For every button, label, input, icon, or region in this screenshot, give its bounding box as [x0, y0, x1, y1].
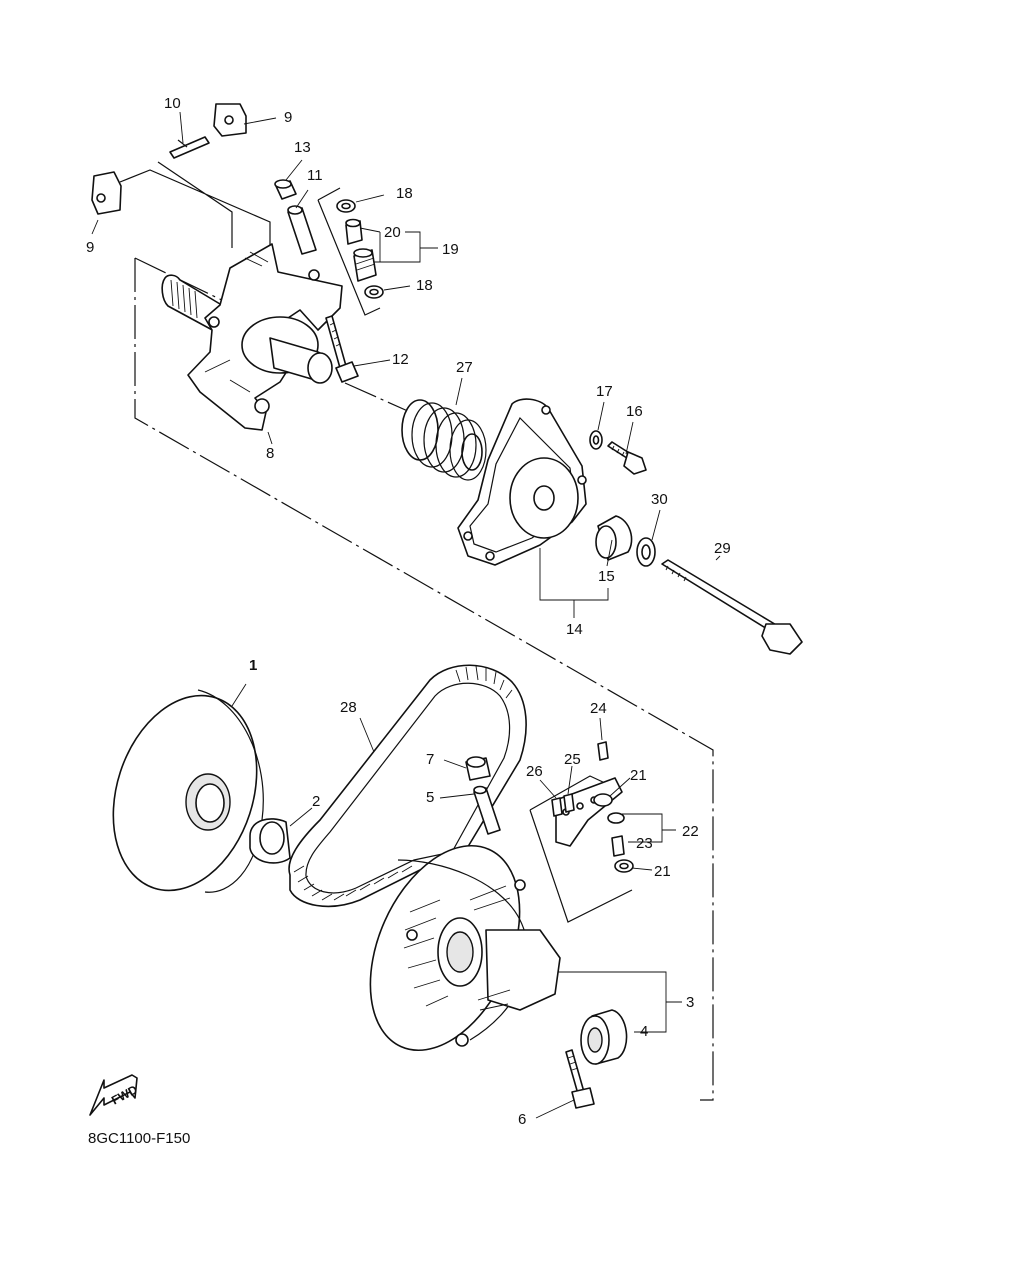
- callout-6: 6: [518, 1111, 526, 1128]
- cover-washer: [589, 430, 603, 450]
- compression-spring: [401, 399, 487, 481]
- fwd-arrow-icon: FWD: [89, 1074, 140, 1116]
- axle-washer: [636, 537, 656, 567]
- fixed-sheave: [369, 844, 561, 1052]
- callout-27: 27: [456, 359, 473, 376]
- callout-29: 29: [714, 540, 731, 557]
- sheave-collar: [473, 785, 501, 835]
- movable-sheave: [112, 689, 264, 893]
- callout-19: 19: [442, 241, 459, 258]
- slide-ring: [249, 818, 291, 864]
- callout-24: 24: [590, 700, 607, 717]
- callout-23: 23: [636, 835, 653, 852]
- diagram-code: 8GC1100-F150: [88, 1130, 190, 1147]
- callout-21-top: 21: [630, 767, 647, 784]
- callout-8: 8: [266, 445, 274, 462]
- spider-assembly: [161, 243, 343, 431]
- callout-5: 5: [426, 789, 434, 806]
- callout-30: 30: [651, 491, 668, 508]
- callout-13: 13: [294, 139, 311, 156]
- callout-12: 12: [392, 351, 409, 368]
- cover-bushing: [595, 515, 633, 561]
- callout-25: 25: [564, 751, 581, 768]
- callout-21-bottom: 21: [654, 863, 671, 880]
- leader-lines: [91, 111, 721, 1119]
- roller-weight-upper: [213, 103, 247, 137]
- callout-18-bottom: 18: [416, 277, 433, 294]
- spider-bolt: [325, 315, 359, 383]
- callout-28: 28: [340, 699, 357, 716]
- callout-20: 20: [384, 224, 401, 241]
- callout-1: 1: [249, 657, 257, 674]
- callout-3: 3: [686, 994, 694, 1011]
- callout-15: 15: [598, 568, 615, 585]
- bushing-set: [317, 187, 384, 316]
- callout-11: 11: [307, 167, 323, 184]
- callout-18-top: 18: [396, 185, 413, 202]
- callout-2: 2: [312, 793, 320, 810]
- callout-10: 10: [164, 95, 181, 112]
- cover-bolt: [607, 441, 647, 475]
- callout-22: 22: [682, 823, 699, 840]
- weight-pin: [169, 136, 210, 159]
- callout-9-top: 9: [284, 109, 292, 126]
- sheave-bolt: [565, 1049, 595, 1109]
- sheave-nut: [465, 756, 491, 781]
- sheave-bearing: [580, 1009, 628, 1065]
- callout-7: 7: [426, 751, 434, 768]
- callout-4: 4: [640, 1023, 648, 1040]
- weight-leader: [119, 161, 271, 248]
- callout-14: 14: [566, 621, 583, 638]
- lock-nut: [274, 179, 297, 200]
- callout-16: 16: [626, 403, 643, 420]
- callout-26: 26: [526, 763, 543, 780]
- callout-9-left: 9: [86, 239, 94, 256]
- callout-17: 17: [596, 383, 613, 400]
- callout-labels: 10 9 9 13 11 18 20 19 18 12 27 8 17 16 3…: [86, 95, 731, 1128]
- collar-pin: [287, 205, 317, 255]
- clutch-arm-group: [529, 741, 634, 923]
- roller-weight-lower: [91, 171, 122, 215]
- spring-cover: [457, 398, 587, 566]
- axle-bolt: [661, 559, 803, 655]
